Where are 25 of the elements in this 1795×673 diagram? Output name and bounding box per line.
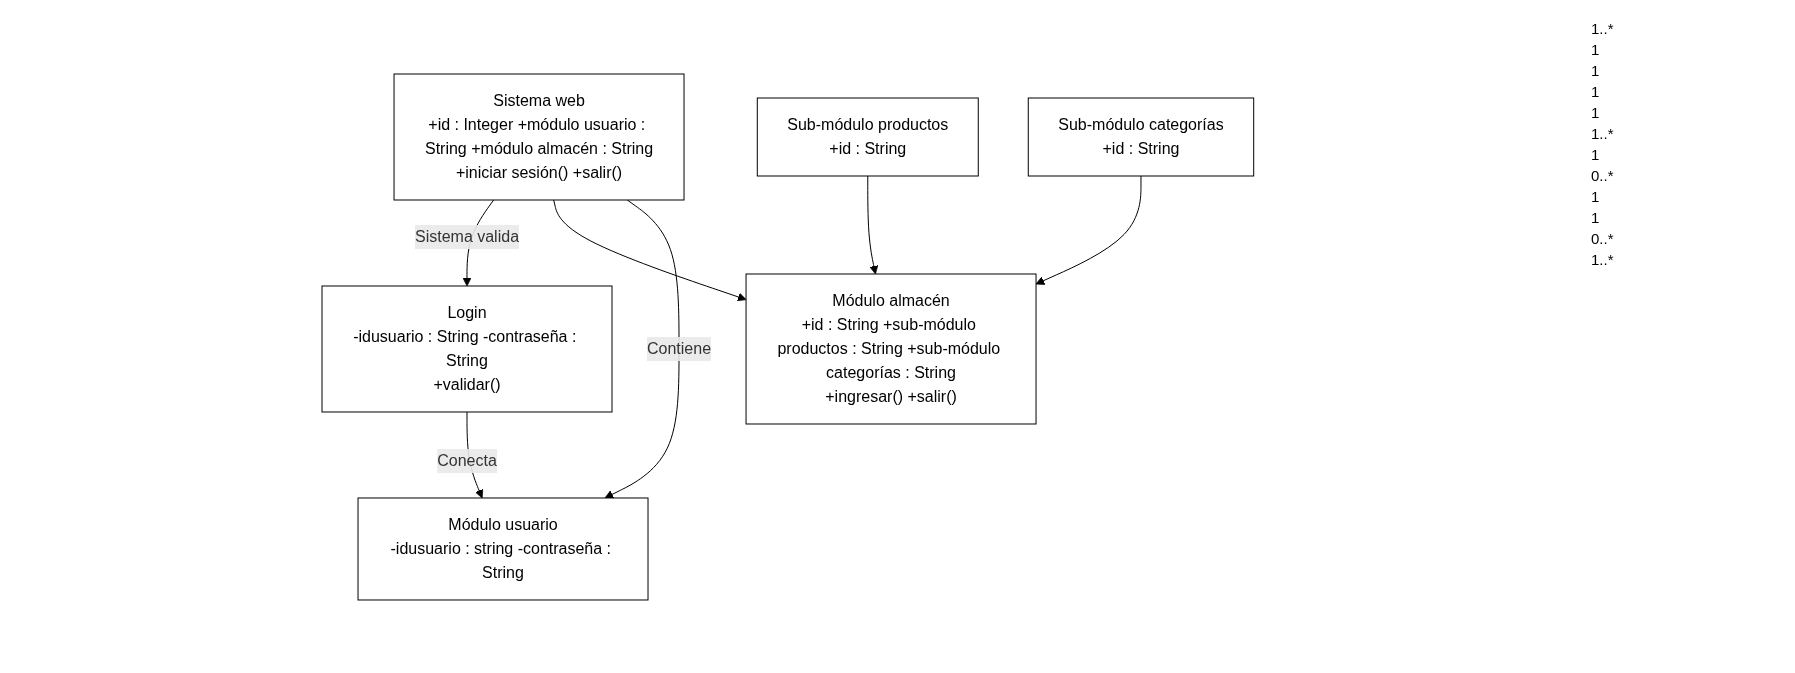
multiplicity-label: 1 [1591,146,1601,163]
edge-label: Contiene [646,339,711,357]
multiplicity-label: 0..* [1591,167,1615,184]
multiplicity-label: 1 [1591,62,1601,79]
multiplicity-label: 1 [1591,104,1601,121]
node-box: Sistema web +id : Integer +módulo usuario : String +módulo almacén : String +iniciar sesión() +salir() [393,73,685,200]
edge-label: Conecta [436,451,497,469]
node-box: Sub-módulo productos +id : String [756,97,979,176]
arrow [604,199,680,498]
multiplicity-label: 1 [1591,209,1601,226]
multiplicity-label: 1..* [1591,20,1615,37]
edge-label: Sistema valida [414,227,519,245]
node-box: Login -idusuario : String -contraseña : String +validar() [321,285,613,412]
arrow [552,199,747,301]
node-box: Sub-módulo categorías +id : String [1027,97,1254,176]
multiplicity-label: 1..* [1591,125,1615,142]
multiplicity-label: 1 [1591,83,1601,100]
multiplicity-label: 1 [1591,188,1601,205]
arrow [1035,175,1142,285]
node-box: Módulo almacén +id : String +sub-módulo productos : String +sub-módulo categorías : String +ingresar() +salir() [745,273,1037,424]
arrow [866,175,878,274]
multiplicity-label: 1 [1591,41,1601,58]
multiplicity-label: 1..* [1591,251,1615,268]
node-box: Módulo usuario -idusuario : string -contraseña : String [357,497,649,600]
multiplicity-label: 0..* [1591,230,1615,247]
